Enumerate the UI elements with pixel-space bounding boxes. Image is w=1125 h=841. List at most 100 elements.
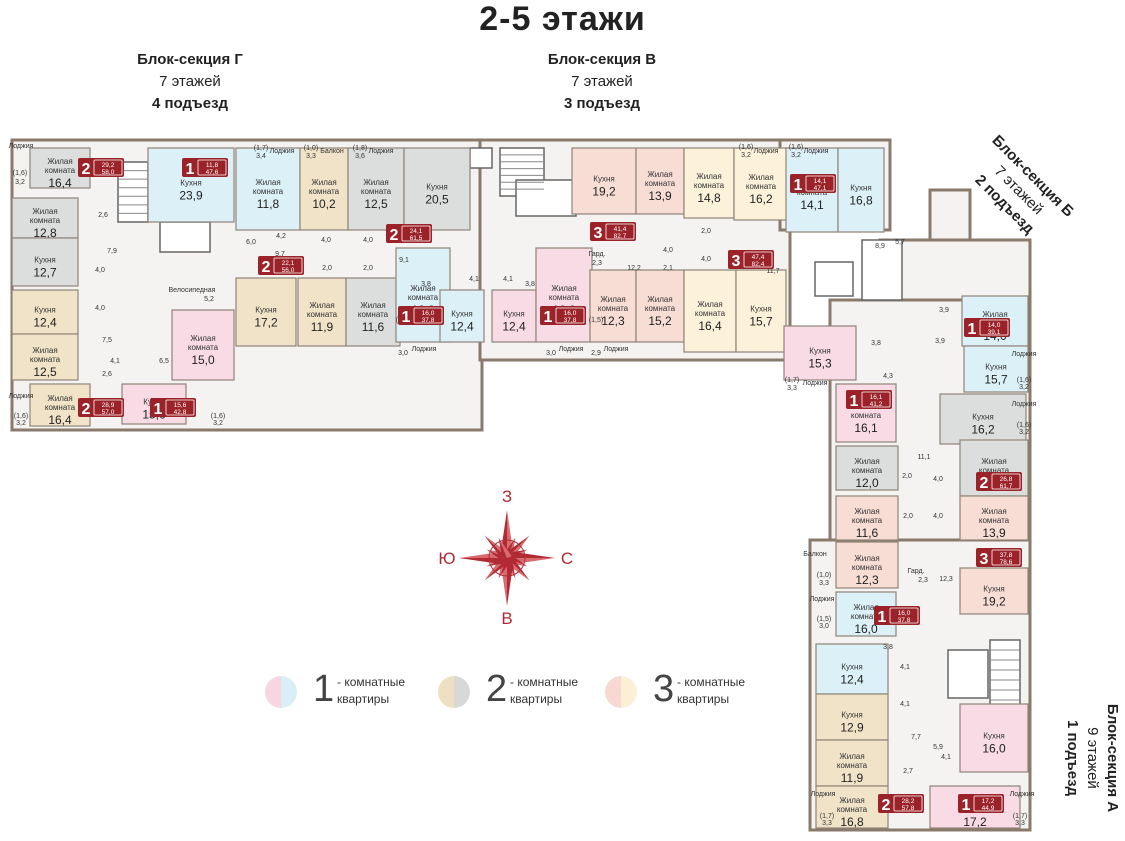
section-v-entrance: 3 подъезд	[563, 95, 641, 112]
room-area-value: 16,1	[854, 421, 878, 435]
room-area-value: 12,0	[855, 476, 879, 490]
badge-total-area: 37,8	[422, 317, 435, 324]
room-label: Кухня	[255, 306, 276, 315]
room-label: Жилая	[311, 178, 336, 187]
small-label: (1,8)	[353, 145, 367, 152]
legend-number: 1	[313, 668, 335, 710]
legend-swatch	[438, 676, 470, 708]
badge-rooms: 2	[82, 401, 91, 418]
small-label: 2,7	[903, 768, 913, 775]
small-label: 12,3	[939, 576, 953, 583]
small-label: 2,0	[322, 265, 332, 272]
small-label: 3,8	[525, 281, 535, 288]
room-label: комната	[695, 309, 726, 318]
badge-living-area: 16,0	[422, 310, 435, 317]
small-label: (1,6)	[1017, 377, 1031, 384]
small-label: 4,0	[933, 513, 943, 520]
room-label: Жилая	[839, 752, 864, 761]
small-label: 2,0	[902, 473, 912, 480]
small-label: Лоджия	[412, 346, 437, 353]
small-label: Лоджия	[9, 143, 34, 150]
small-label: 4,1	[503, 276, 513, 283]
stair-core	[814, 261, 854, 297]
small-label: Лоджия	[804, 148, 829, 155]
section-v-floors: 7 этажей	[571, 73, 633, 90]
small-label: 8,9	[875, 243, 885, 250]
badge-inner	[273, 257, 303, 274]
badge-living-area: 29,2	[102, 162, 115, 169]
room-area-value: 15,3	[808, 357, 832, 371]
badge-living-area: 17,2	[982, 798, 995, 805]
room-label: Жилая	[47, 394, 72, 403]
small-label: 2,0	[701, 228, 711, 235]
badge-inner	[743, 251, 773, 268]
room-label: Жилая	[551, 284, 576, 293]
small-label: 3,0	[546, 350, 556, 357]
legend-number: 3	[653, 668, 675, 710]
legend-swatch	[605, 676, 637, 708]
room-label: Жилая	[600, 295, 625, 304]
building-block	[928, 188, 972, 242]
room-area	[835, 445, 899, 491]
compass-ray	[498, 537, 507, 560]
room-label: Жилая	[32, 346, 57, 355]
badge-rooms: 2	[390, 227, 399, 244]
small-label: 3,9	[935, 338, 945, 345]
badge-inner	[413, 307, 443, 324]
room-area-value: 16,8	[840, 815, 864, 829]
room-area	[835, 495, 899, 541]
small-label: 2,6	[102, 371, 112, 378]
small-label: Лоджия	[1010, 791, 1035, 798]
badge-living-area: 16,0	[898, 610, 911, 617]
badge-inner	[973, 795, 1003, 812]
small-label: (1,0)	[304, 145, 318, 152]
badge-box	[964, 318, 1010, 337]
room-area-value: 12,5	[364, 197, 388, 211]
room-area	[491, 289, 537, 343]
badge-total-area: 57,8	[902, 805, 915, 812]
room-label: комната	[549, 293, 580, 302]
section-g-name: Блок-секция Г	[137, 51, 243, 68]
small-label: 7,7	[911, 734, 921, 741]
room-label: комната	[30, 216, 61, 225]
badge-inner	[93, 399, 123, 416]
badge-inner	[889, 607, 919, 624]
legend-suffix: - комнатные	[677, 675, 746, 689]
room-label: Кухня	[593, 175, 614, 184]
room-label: комната	[852, 516, 883, 525]
room-label: Жилая	[309, 301, 334, 310]
room-label: комната	[852, 563, 883, 572]
small-label: 6,0	[246, 239, 256, 246]
room-label: Жилая	[697, 300, 722, 309]
badge-living-area: 24,1	[410, 228, 423, 235]
room-area-value: 12,4	[450, 320, 474, 334]
room-label: Кухня	[850, 184, 871, 193]
room-label: комната	[45, 403, 76, 412]
legend-number: 2	[486, 668, 508, 710]
room-area-value: 11,6	[856, 526, 879, 540]
legend-line2: квартиры	[677, 692, 730, 706]
legend-swatch	[265, 676, 297, 708]
room-area-value: 12,4	[840, 673, 864, 687]
badge-living-area: 16,1	[870, 394, 883, 401]
badge-total-area: 37,8	[898, 617, 911, 624]
badge-rooms: 3	[980, 551, 989, 568]
room-area	[235, 147, 301, 231]
room-label: комната	[307, 310, 338, 319]
room-area-value: 19,2	[982, 595, 1006, 609]
small-label: Лоджия	[1012, 401, 1037, 408]
badge-rooms: 1	[186, 161, 195, 178]
small-label: 4,3	[883, 373, 893, 380]
room-label: Жилая	[190, 334, 215, 343]
room-label: комната	[979, 466, 1010, 475]
small-label: Лоджия	[369, 148, 394, 155]
room-label: комната	[408, 293, 439, 302]
